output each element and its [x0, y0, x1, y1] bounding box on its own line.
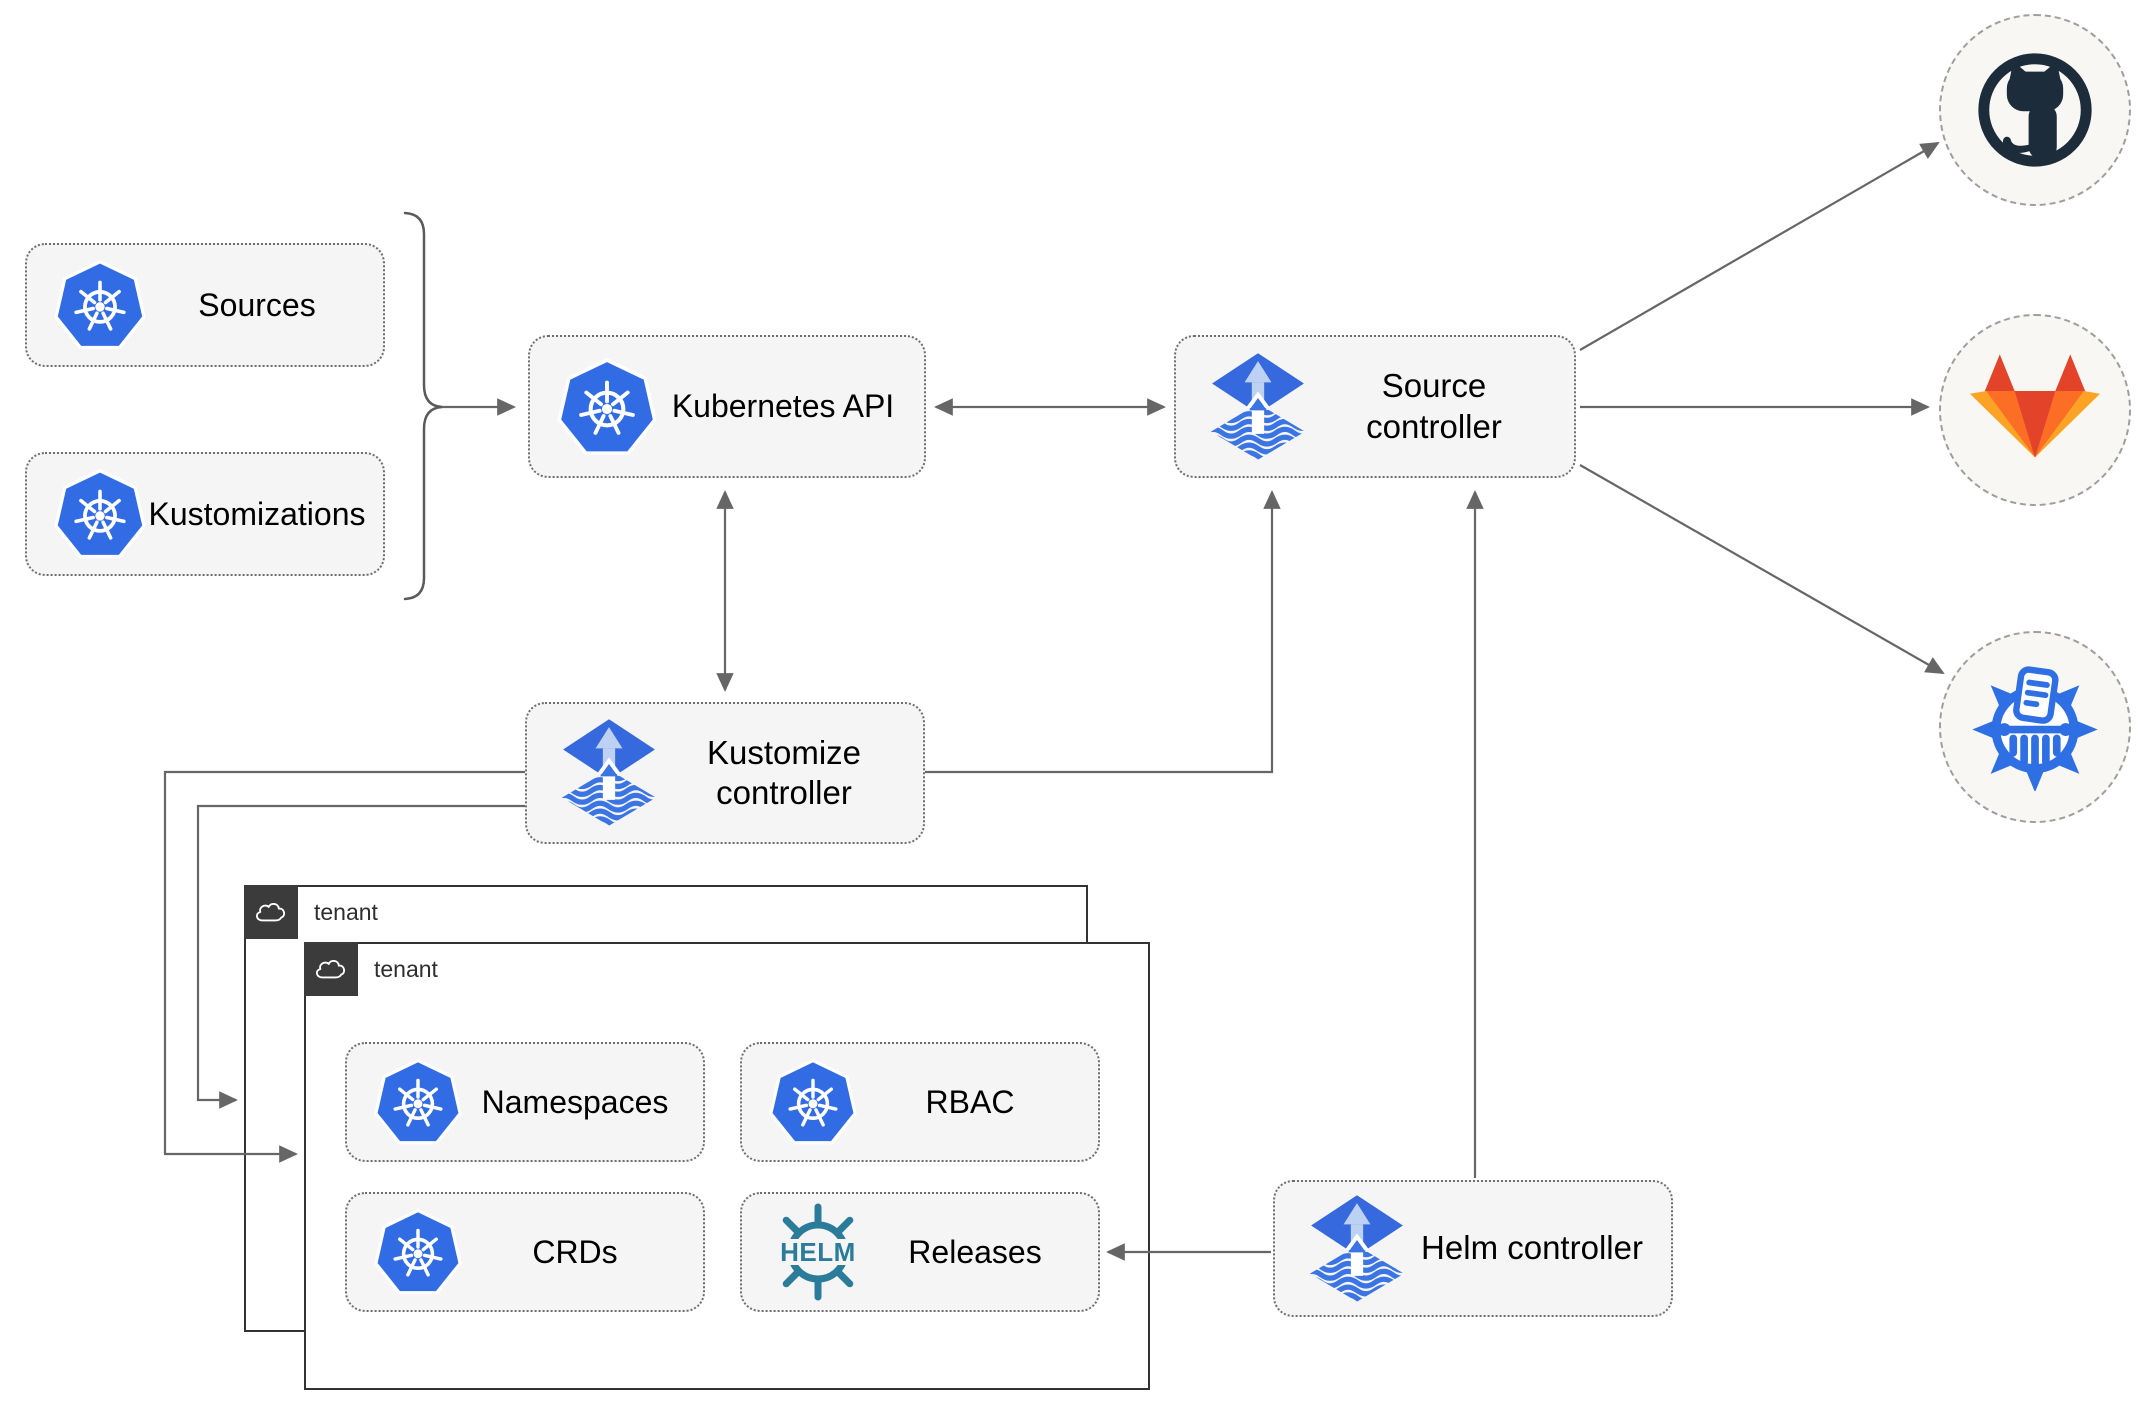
- node-label: Kustomizations: [148, 495, 366, 532]
- node-label: Kubernetes API: [671, 388, 895, 424]
- node-crds: CRDs: [345, 1192, 705, 1312]
- node-source-controller: Source controller: [1174, 335, 1576, 478]
- arrow-kustomize-to-source: [925, 490, 1281, 774]
- kubernetes-icon: [556, 356, 658, 458]
- tenant-tag: [304, 942, 358, 996]
- endpoint-manifests: [1939, 631, 2131, 823]
- node-kustomize-controller: Kustomize controller: [525, 702, 925, 844]
- node-label: RBAC: [925, 1083, 1015, 1120]
- endpoint-github: [1939, 14, 2131, 206]
- node-helm-controller: Helm controller: [1273, 1180, 1673, 1317]
- node-label: Sources: [198, 286, 316, 323]
- node-label: Source controller: [1366, 367, 1502, 445]
- flux-icon: [553, 717, 665, 829]
- flux-icon: [1301, 1193, 1413, 1305]
- node-label: Helm controller: [1421, 1229, 1643, 1267]
- github-icon: [1971, 46, 2099, 174]
- kubernetes-icon: [53, 467, 147, 561]
- node-label: Namespaces: [481, 1083, 669, 1120]
- kubernetes-icon: [768, 1057, 858, 1147]
- kubernetes-icon: [373, 1057, 463, 1147]
- helm-icon: HELM: [780, 1203, 856, 1301]
- node-namespaces: Namespaces: [345, 1042, 705, 1162]
- kustomize-shredder-icon: [1971, 663, 2099, 791]
- flux-icon: [1202, 351, 1314, 463]
- node-rbac: RBAC: [740, 1042, 1100, 1162]
- endpoint-gitlab: [1939, 314, 2131, 506]
- tenant-tag: [244, 885, 298, 939]
- node-kustomizations: Kustomizations: [25, 452, 385, 576]
- node-releases: HELM Releases: [740, 1192, 1100, 1312]
- gitlab-icon: [1967, 349, 2103, 471]
- node-kubernetes-api: Kubernetes API: [528, 335, 926, 478]
- tenant-label: tenant: [374, 956, 438, 982]
- cloud-icon: [313, 954, 349, 984]
- node-label: Kustomize controller: [706, 733, 862, 811]
- arrow-source-to-manifests: [1579, 464, 1945, 674]
- node-label: CRDs: [532, 1233, 618, 1270]
- kubernetes-icon: [53, 258, 147, 352]
- arrow-source-to-github: [1579, 142, 1940, 351]
- cloud-icon: [253, 897, 289, 927]
- tenant-label: tenant: [314, 899, 378, 925]
- kubernetes-icon: [373, 1207, 463, 1297]
- node-sources: Sources: [25, 243, 385, 367]
- brace-sources-kustomizations: [403, 211, 443, 601]
- tenant-box-front: tenant: [304, 942, 1150, 1390]
- helm-logo-text: HELM: [780, 1237, 856, 1267]
- node-label: Releases: [908, 1233, 1042, 1270]
